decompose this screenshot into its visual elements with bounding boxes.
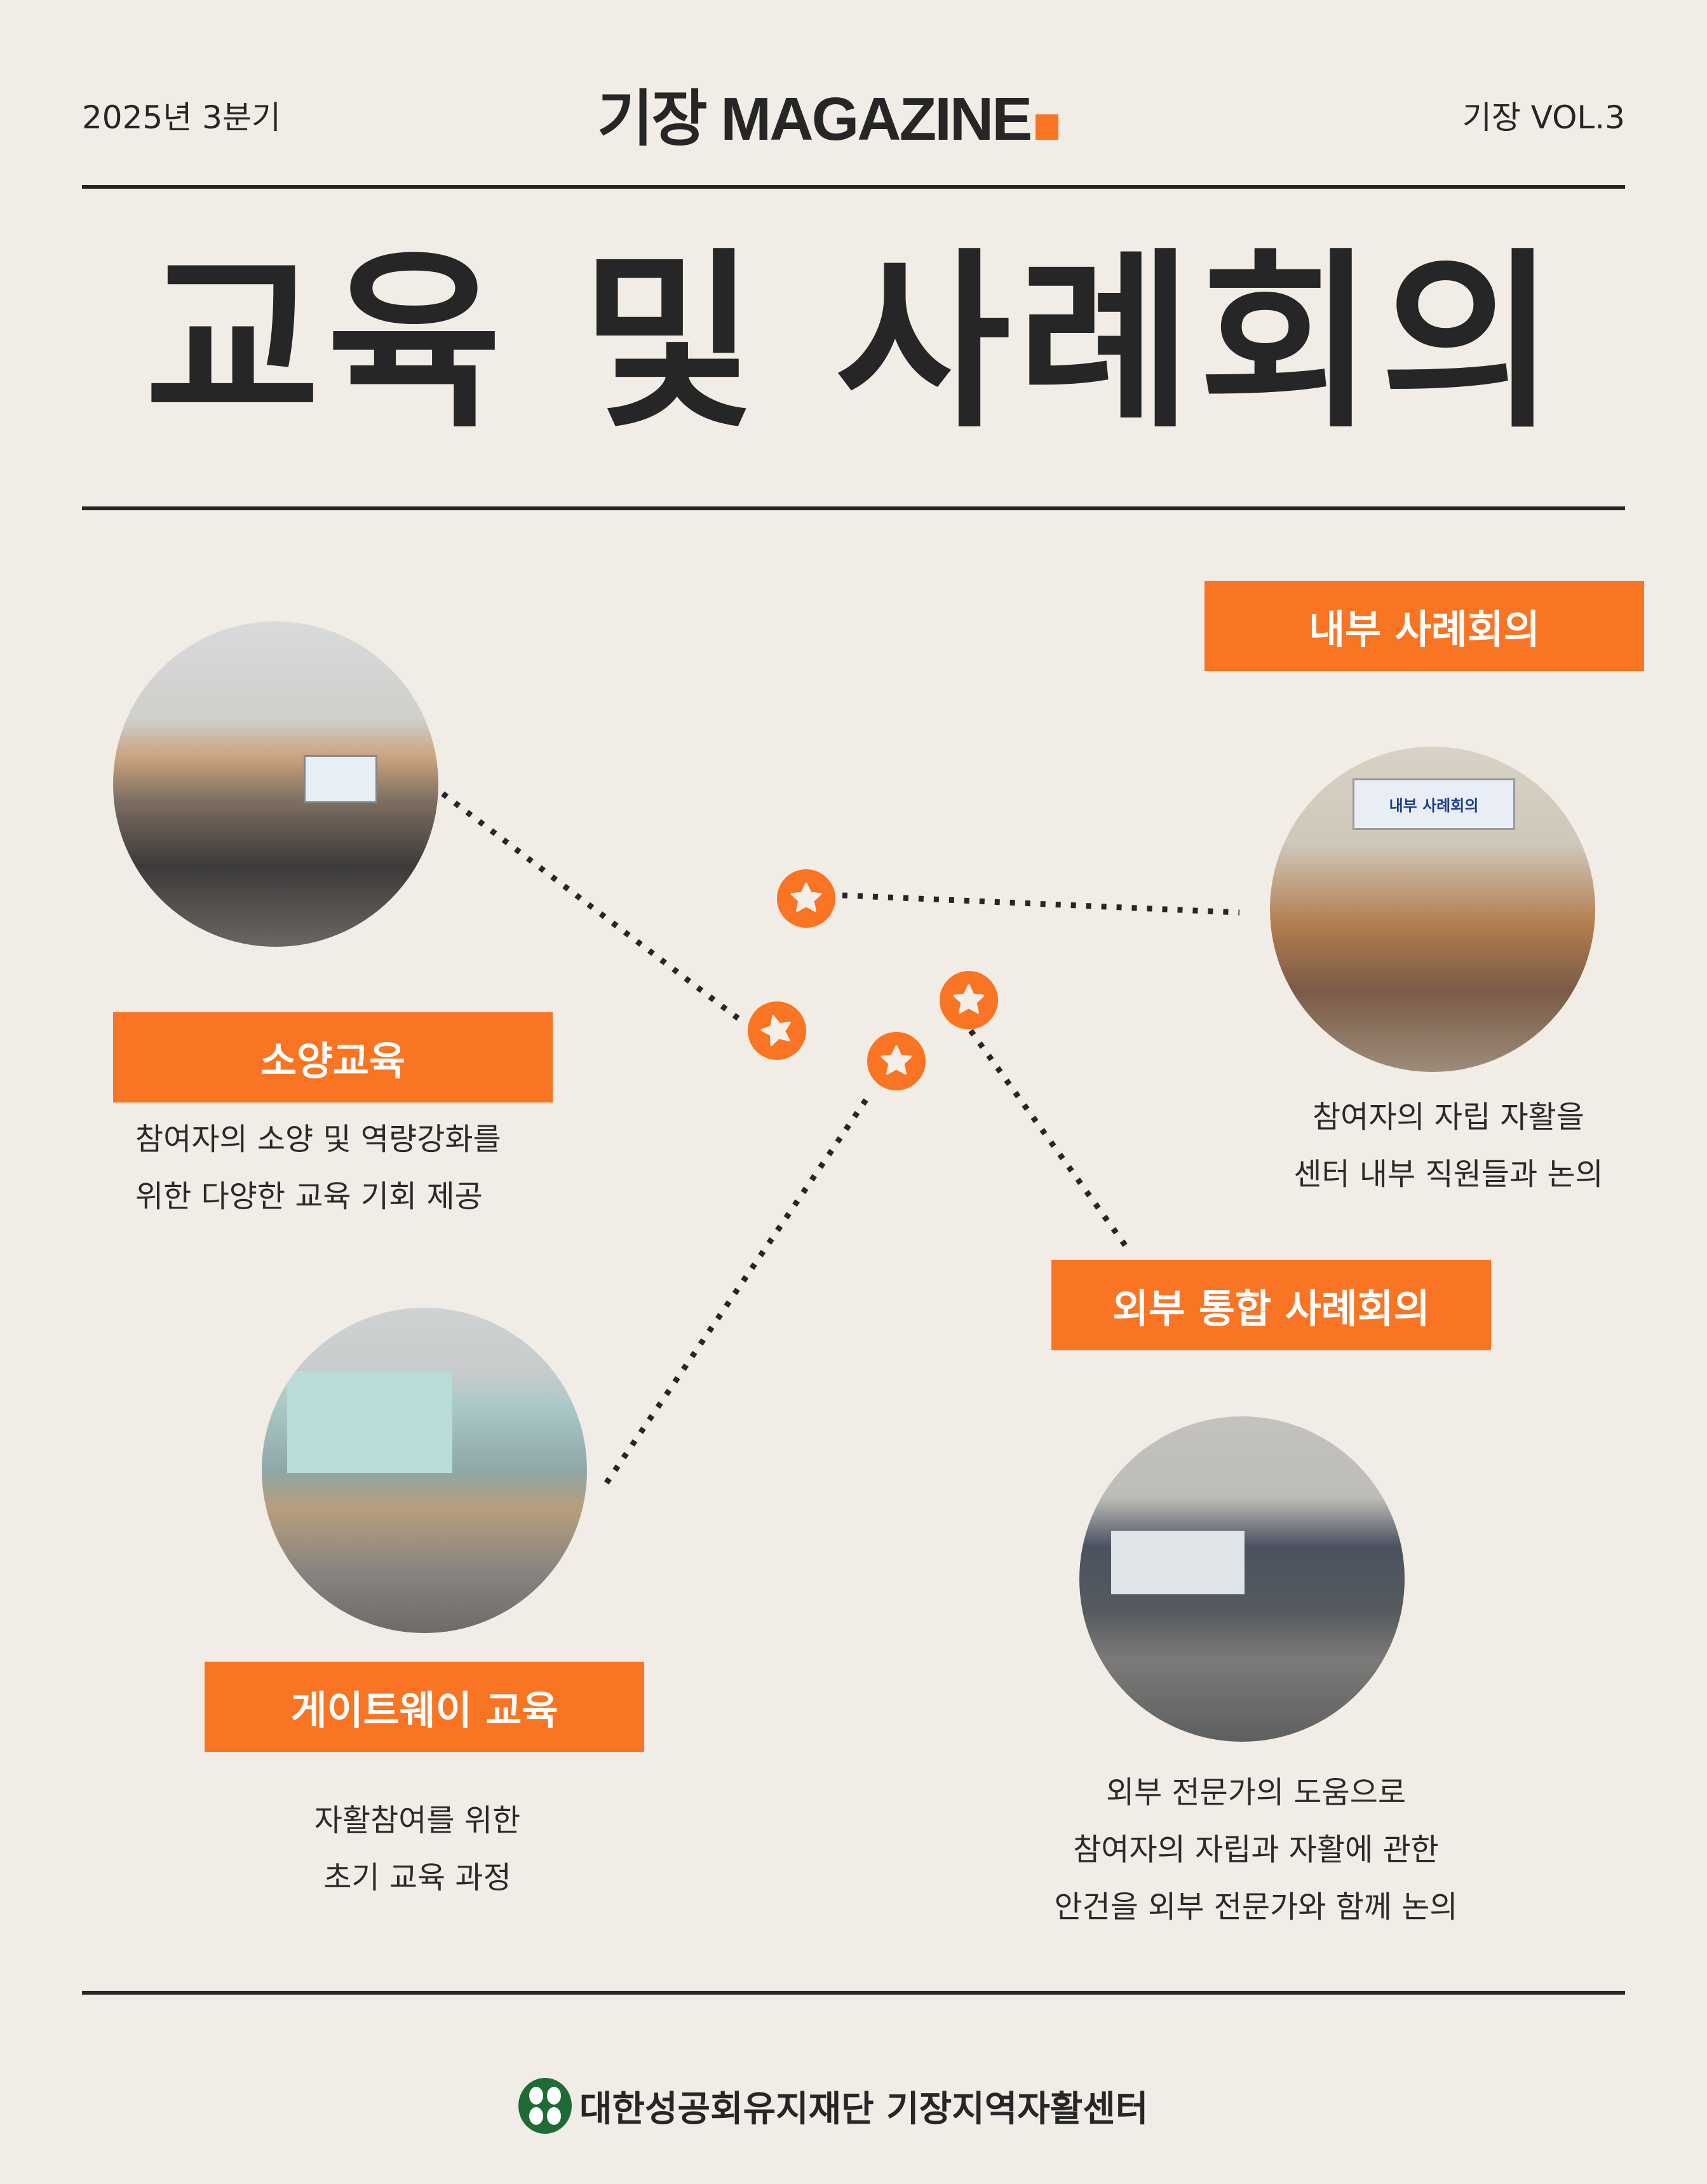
divider-bottom [82,1991,1625,1995]
desc-line: 참여자의 소양 및 역량강화를 [135,1122,501,1157]
banner-text: 내부 사례회의 [1389,797,1479,815]
magazine-title-text: 기장 MAGAZINE [597,85,1032,153]
desc-line: 참여자의 자립 자활을 [1312,1099,1584,1135]
connector-line [441,791,747,1026]
meeting-banner: 내부 사례회의 [1353,778,1515,830]
connector-line [599,1098,868,1492]
divider-middle [82,506,1625,510]
orange-dot [1036,114,1059,140]
star-icon [940,971,998,1029]
desc-gateway-education: 자활참여를 위한 초기 교육 과정 [227,1792,608,1906]
photo-education-lecture [113,621,438,947]
organization-logo-icon [518,2078,572,2134]
divider-top [82,185,1625,189]
desc-line: 외부 전문가의 도움으로 [1105,1775,1407,1810]
footer: 대한성공회유지재단 기장지역자활센터 [516,2077,1148,2135]
projector-screen [304,755,377,803]
connector-line [842,892,1240,916]
label-education: 소양교육 [113,1012,553,1102]
desc-internal-case-meeting: 참여자의 자립 자활을 센터 내부 직원들과 논의 [1258,1089,1639,1203]
connector-line [968,1029,1133,1255]
star-icon [748,1001,806,1060]
volume-label: 기장 VOL.3 [1462,99,1625,136]
projector-screen [1111,1531,1245,1594]
desc-line: 초기 교육 과정 [323,1860,511,1896]
label-external-case-meeting: 외부 통합 사례회의 [1051,1260,1491,1350]
photo-external-meeting [1079,1416,1405,1742]
desc-line: 위한 다양한 교육 기회 제공 [135,1179,483,1214]
desc-external-case-meeting: 외부 전문가의 도움으로 참여자의 자립과 자활에 관한 안건을 외부 전문가와… [1002,1764,1510,1936]
desc-line: 센터 내부 직원들과 논의 [1293,1156,1603,1192]
desc-line: 자활참여를 위한 [314,1803,521,1838]
magazine-title: 기장 MAGAZINE [597,81,1059,158]
projector-screen [287,1371,452,1473]
star-icon [777,869,835,928]
photo-internal-meeting: 내부 사례회의 [1270,747,1595,1072]
desc-line: 참여자의 자립과 자활에 관한 [1073,1832,1439,1868]
desc-education: 참여자의 소양 및 역량강화를 위한 다양한 교육 기회 제공 [135,1111,501,1225]
page-title: 교육 및 사례회의 [145,232,1562,454]
issue-label: 2025년 3분기 [82,99,281,136]
label-gateway-education: 게이트웨이 교육 [205,1662,644,1752]
photo-gateway-education [262,1308,587,1633]
label-internal-case-meeting: 내부 사례회의 [1204,581,1644,671]
star-icon [867,1032,926,1090]
desc-line: 안건을 외부 전문가와 함께 논의 [1054,1889,1458,1925]
organization-name: 대한성공회유지재단 기장지역자활센터 [579,2088,1149,2130]
